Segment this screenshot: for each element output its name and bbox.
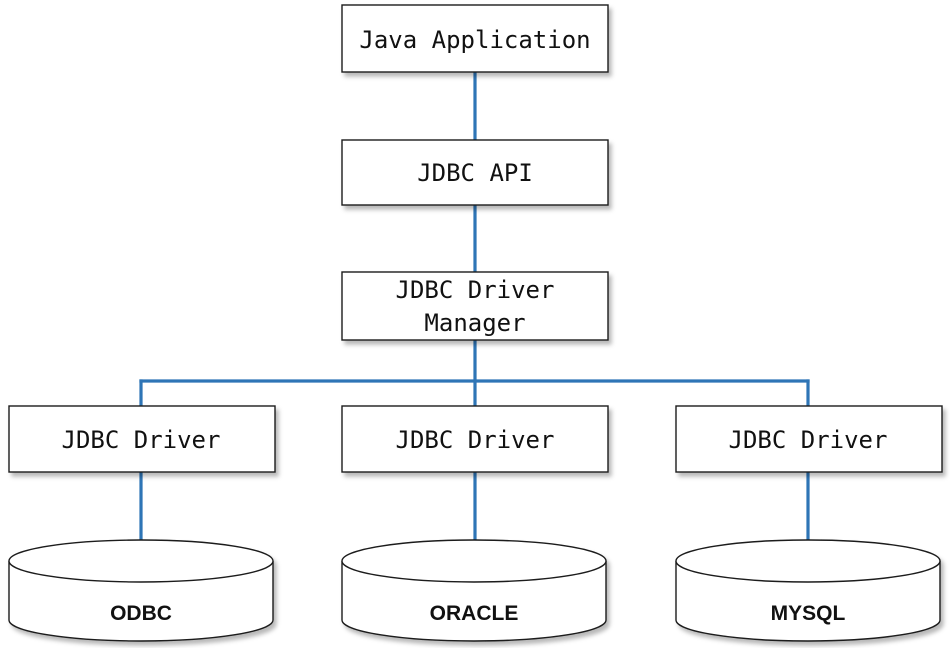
java-application-box xyxy=(341,4,609,73)
connectors xyxy=(139,70,810,542)
jdbc-driver-box-1 xyxy=(8,405,276,473)
database-cylinder-oracle xyxy=(341,539,607,642)
jdbc-driver-box-2 xyxy=(341,405,609,473)
jdbc-driver-manager-box xyxy=(341,271,609,341)
database-label-oracle: ORACLE xyxy=(430,602,519,625)
database-cylinder-mysql xyxy=(675,539,941,642)
database-label-odbc: ODBC xyxy=(110,602,172,625)
jdbc-driver-box-3 xyxy=(675,405,943,473)
jdbc-api-box xyxy=(341,139,609,206)
jdbc-driver-manager-label-line1: JDBC Driver xyxy=(396,276,555,304)
jdbc-driver-manager-label-line2: Manager xyxy=(424,309,525,337)
database-label-mysql: MYSQL xyxy=(771,602,846,625)
database-cylinder-odbc xyxy=(8,539,274,642)
jdbc-driver-label-2: JDBC Driver xyxy=(396,426,555,454)
jdbc-api-label: JDBC API xyxy=(417,159,533,187)
jdbc-driver-label-1: JDBC Driver xyxy=(62,426,221,454)
java-application-label: Java Application xyxy=(359,26,590,54)
jdbc-driver-label-3: JDBC Driver xyxy=(729,426,888,454)
